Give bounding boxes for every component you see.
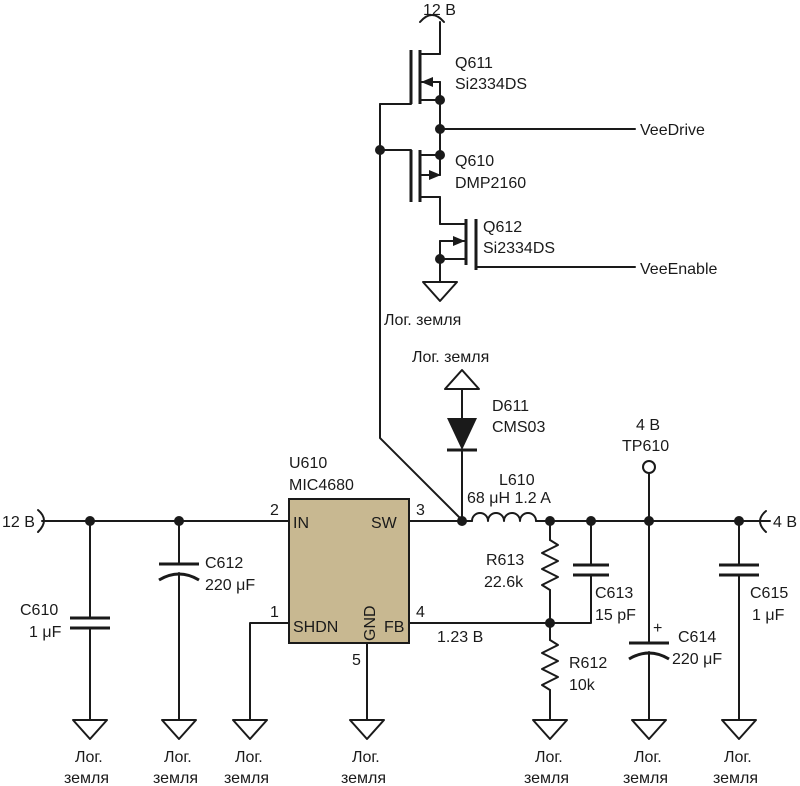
q610-transistor: Q610 DMP2160 [379,149,526,225]
c614-ref: C614 [678,629,716,646]
ground-c615: Лог. земля [713,719,758,786]
supply-12v-top: 12 В [419,2,456,55]
tp610-test-point: 4 В TP610 [622,417,669,522]
r612-resistor: R612 10k [541,622,607,721]
pin-shdn-label: SHDN [293,619,338,636]
c610-ref: C610 [20,602,58,619]
q612-ref: Q612 [483,219,522,236]
c613-capacitor: C613 15 pF [549,520,636,624]
shdn-wire [249,622,290,721]
q611-part: Si2334DS [455,76,527,93]
u610-ic: U610 MIC4680 IN SW SHDN FB GND 2 3 1 4 5 [270,455,425,669]
c615-ref: C615 [750,585,788,602]
c615-value: 1 μF [752,607,785,624]
ground-label-line2: земля [524,770,569,786]
ground-c614: Лог. земля [623,719,668,786]
d611-part: CMS03 [492,419,545,436]
u610-ref: U610 [289,455,327,472]
ground-shdn: Лог. земля [224,719,269,786]
q611-transistor: Q611 Si2334DS [379,50,527,105]
pin-gnd-label: GND [362,605,379,641]
junction-dot [457,516,467,526]
pin-fb-number: 4 [416,604,425,621]
r613-value: 22.6k [484,574,524,591]
supply-12v-left-label: 12 В [2,514,35,531]
l610-inductor: L610 68 μH 1.2 A [467,472,551,522]
c612-value: 220 μF [205,577,255,594]
ground-r612: Лог. земля [524,719,569,786]
c612-ref: C612 [205,555,243,572]
c614-capacitor: + C614 220 μF [628,520,722,721]
fb-voltage-label: 1.23 В [437,629,483,646]
ground-top-label: Лог. земля [384,312,461,329]
c614-polarity: + [653,620,662,637]
u610-part: MIC4680 [289,477,354,494]
supply-4v-right: 4 В [759,510,797,533]
c615-capacitor: C615 1 μF [719,520,788,721]
ground-c610: Лог. земля [64,719,109,786]
ground-label-line1: Лог. [535,749,563,766]
ground-label-line1: Лог. [75,749,103,766]
q610-part: DMP2160 [455,175,526,192]
supply-12v-left: 12 В [2,509,45,533]
pin-shdn-number: 1 [270,604,279,621]
r613-resistor: R613 22.6k [484,520,559,624]
q611-ref: Q611 [455,55,493,72]
pin-sw-label: SW [371,515,398,532]
ground-label-line2: земля [153,770,198,786]
pin-in-number: 2 [270,502,279,519]
vee-enable-label: VeeEnable [640,261,718,278]
ground-label-line2: земля [713,770,758,786]
c612-capacitor: C612 220 μF [158,520,255,721]
ground-c612: Лог. земля [153,719,198,786]
c614-value: 220 μF [672,651,722,668]
c610-value: 1 μF [29,624,62,641]
ground-label-line1: Лог. [724,749,752,766]
ground-label-line1: Лог. [235,749,263,766]
vee-drive-label: VeeDrive [640,122,705,139]
ground-label-line1: Лог. [352,749,380,766]
diode-ground-label: Лог. земля [412,349,489,366]
ground-label-line2: земля [623,770,668,786]
drive-wire [379,103,463,521]
ground-symbol-diode [444,369,480,390]
c613-ref: C613 [595,585,633,602]
ground-label-line1: Лог. [634,749,662,766]
ground-label-line2: земля [64,770,109,786]
d611-diode: D611 CMS03 [447,388,545,521]
c610-capacitor: C610 1 μF [20,520,110,721]
ground-ic-gnd: Лог. земля [341,719,386,786]
l610-value: 68 μH 1.2 A [467,490,551,507]
ground-symbol-top [422,281,458,302]
q610-ref: Q610 [455,153,494,170]
q612-transistor: Q612 Si2334DS [435,219,636,283]
tp610-ref: TP610 [622,438,669,455]
pin-sw-number: 3 [416,502,425,519]
r613-ref: R613 [486,552,524,569]
ic-body [288,498,410,644]
pin-in-label: IN [293,515,309,532]
pin-gnd-number: 5 [352,652,361,669]
r612-value: 10k [569,677,596,694]
r612-ref: R612 [569,655,607,672]
supply-4v-right-label: 4 В [773,514,797,531]
ground-label-line2: земля [224,770,269,786]
pin-fb-label: FB [384,619,404,636]
supply-12v-top-label: 12 В [423,2,456,19]
l610-ref: L610 [499,472,535,489]
ground-label-line2: земля [341,770,386,786]
tp610-voltage: 4 В [636,417,660,434]
d611-ref: D611 [492,398,529,415]
ground-label-line1: Лог. [164,749,192,766]
supply-arc-symbol [419,14,445,23]
q612-part: Si2334DS [483,240,555,257]
supply-arc-symbol [759,510,767,533]
c613-value: 15 pF [595,607,636,624]
